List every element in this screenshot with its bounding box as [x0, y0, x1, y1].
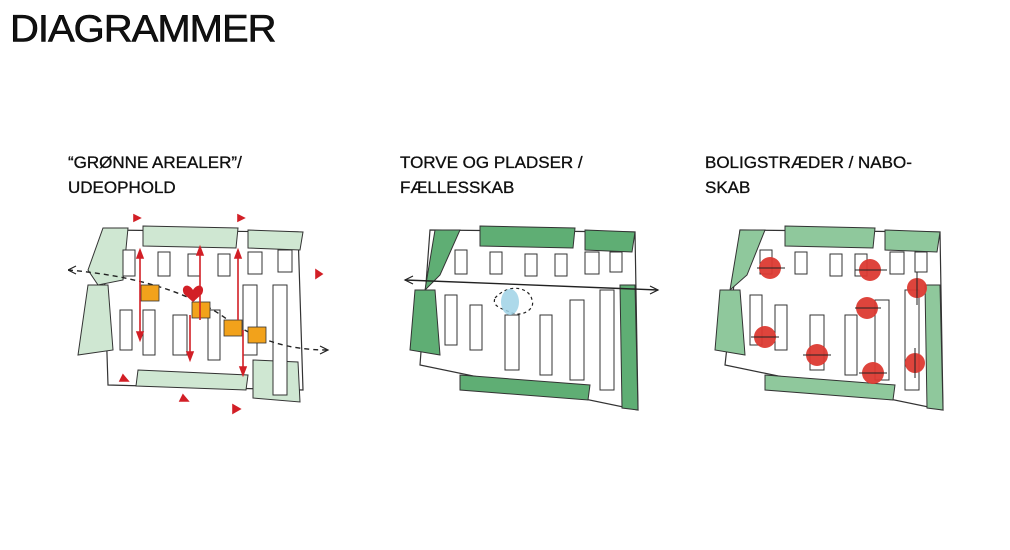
diagram-panel-squares: TORVE OG PLADSER / FÆLLESSKAB [400, 150, 700, 450]
diagram-panel-green-areas: “GRØNNE AREALER”/ UDEOPHOLD [68, 150, 368, 450]
site-plan-green-areas [68, 213, 330, 415]
panel-title: TORVE OG PLADSER / FÆLLESSKAB [400, 150, 583, 200]
panel-title: BOLIGSTRÆDER / NABO- SKAB [705, 150, 912, 200]
panel-title-line: BOLIGSTRÆDER / NABO- [705, 153, 912, 172]
site-plan-squares [403, 225, 660, 411]
panel-title: “GRØNNE AREALER”/ UDEOPHOLD [68, 150, 242, 200]
panel-title-line: “GRØNNE AREALER”/ [68, 153, 242, 172]
panel-title-line: UDEOPHOLD [68, 178, 176, 197]
diagram-panel-alleys: BOLIGSTRÆDER / NABO- SKAB [705, 150, 1005, 450]
panel-title-line: TORVE OG PLADSER / [400, 153, 583, 172]
page-title: DIAGRAMMER [10, 8, 277, 50]
panel-title-line: SKAB [705, 178, 751, 197]
panel-title-line: FÆLLESSKAB [400, 178, 515, 197]
site-plan-alleys [714, 225, 944, 411]
